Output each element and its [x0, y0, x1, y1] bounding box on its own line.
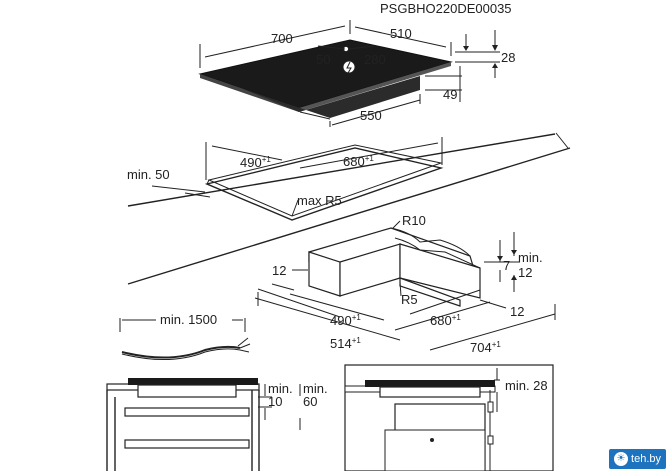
power-cable: min. 1500 — [119, 312, 251, 360]
hob-thickness-label: 28 — [501, 50, 515, 65]
frame-min-label: min. — [518, 250, 543, 265]
hob-perspective: 700 510 50 280 28 49 550 — [198, 20, 515, 127]
frame-inner-width-label: 680+1 — [430, 313, 461, 328]
document-code: PSGBHO220DE00035 — [380, 1, 512, 16]
connection-x-label: 50 — [316, 52, 330, 67]
right-clearance-label: min. 28 — [505, 378, 548, 393]
connection-y-label: 280 — [364, 52, 386, 67]
cutout-width-label: 680+1 — [343, 154, 374, 169]
worktop-cutout: min. 50 490+1 680+1 max R5 — [127, 132, 571, 285]
cable-length-label: min. 1500 — [160, 312, 217, 327]
hob-depth-label: 510 — [390, 26, 412, 41]
hob-bottom-width-label: 550 — [360, 108, 382, 123]
watermark-badge: ☀ teh.by — [609, 449, 666, 469]
cutout-depth-label: 490+1 — [240, 155, 271, 170]
left-col2-value: 60 — [303, 394, 317, 409]
left-col1-value: 10 — [268, 394, 282, 409]
logo-icon: ☀ — [614, 452, 629, 466]
frame-profile: R10 R5 12 12 7 min. 12 490+1 680+1 51 — [254, 213, 556, 355]
frame-r5-label: R5 — [401, 292, 418, 307]
right-section-view: min. 28 — [344, 364, 554, 472]
watermark-text: teh.by — [631, 453, 661, 465]
hob-width-label: 700 — [271, 31, 293, 46]
frame-ledge-right-label: 12 — [510, 304, 524, 319]
frame-inner-depth-label: 490+1 — [330, 313, 361, 328]
frame-outer-width-label: 704+1 — [470, 340, 501, 355]
frame-ledge-height-label: 7 — [503, 258, 510, 273]
frame-outer-depth-label: 514+1 — [330, 336, 361, 351]
left-col1-min: min. — [268, 381, 293, 396]
hob-inner-depth-label: 49 — [443, 87, 457, 102]
frame-r10-label: R10 — [402, 213, 426, 228]
left-section-view: min. 10 min. 60 — [106, 378, 328, 471]
power-connection-icon — [342, 60, 356, 74]
frame-ledge-left-label: 12 — [272, 263, 286, 278]
cutout-radius-label: max R5 — [297, 193, 342, 208]
frame-min-value: 12 — [518, 265, 532, 280]
left-col2-min: min. — [303, 381, 328, 396]
cutout-min-edge-label: min. 50 — [127, 167, 170, 182]
